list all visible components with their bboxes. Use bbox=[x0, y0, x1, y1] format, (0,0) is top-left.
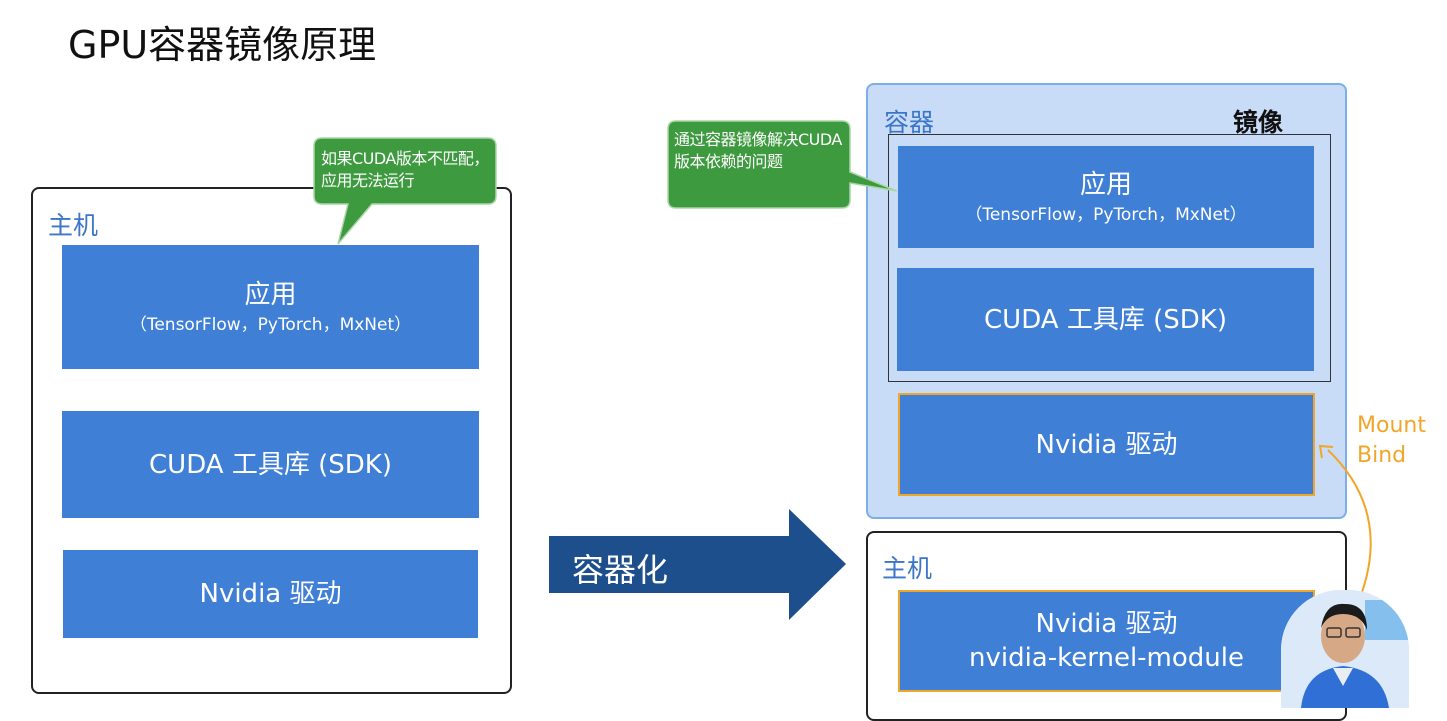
left-callout-text: 如果CUDA版本不匹配，应用无法运行 bbox=[321, 149, 489, 190]
right-app-block: 应用 （TensorFlow，PyTorch，MxNet） bbox=[898, 146, 1314, 248]
left-cuda-label: CUDA 工具库 (SDK) bbox=[149, 449, 392, 480]
left-host-label: 主机 bbox=[48, 211, 99, 240]
right-app-title: 应用 bbox=[1079, 170, 1132, 200]
right-cuda-block: CUDA 工具库 (SDK) bbox=[897, 268, 1314, 371]
right-host-label: 主机 bbox=[882, 554, 933, 583]
left-app-block: 应用 （TensorFlow，PyTorch，MxNet） bbox=[62, 245, 479, 369]
container-driver-block: Nvidia 驱动 bbox=[898, 393, 1315, 496]
mount-label-line2: Bind bbox=[1357, 443, 1407, 468]
presenter-video-icon bbox=[1281, 590, 1409, 708]
containerize-arrow-label: 容器化 bbox=[572, 551, 669, 589]
container-driver-label: Nvidia 驱动 bbox=[1035, 429, 1178, 460]
left-app-frameworks: （TensorFlow，PyTorch，MxNet） bbox=[129, 315, 412, 335]
left-app-title: 应用 bbox=[244, 280, 297, 310]
right-callout-text: 通过容器镜像解决CUDA版本依赖的问题 bbox=[674, 130, 842, 171]
host-driver-block: Nvidia 驱动 nvidia-kernel-module bbox=[898, 590, 1315, 692]
right-cuda-label: CUDA 工具库 (SDK) bbox=[984, 304, 1227, 335]
host-driver-label-2: nvidia-kernel-module bbox=[968, 643, 1244, 673]
host-driver-label-1: Nvidia 驱动 bbox=[1035, 609, 1178, 639]
container-label: 容器 bbox=[884, 108, 935, 137]
right-app-frameworks: （TensorFlow，PyTorch，MxNet） bbox=[965, 205, 1247, 225]
page-title: GPU容器镜像原理 bbox=[68, 23, 377, 67]
left-cuda-block: CUDA 工具库 (SDK) bbox=[62, 411, 479, 518]
left-driver-block: Nvidia 驱动 bbox=[63, 550, 478, 638]
presenter-avatar bbox=[1281, 590, 1409, 708]
mount-bind-label: Mount Bind bbox=[1357, 411, 1426, 471]
image-label: 镜像 bbox=[1233, 108, 1284, 137]
mount-label-line1: Mount bbox=[1357, 413, 1426, 438]
left-driver-label: Nvidia 驱动 bbox=[199, 579, 342, 609]
image-box bbox=[888, 134, 1331, 382]
